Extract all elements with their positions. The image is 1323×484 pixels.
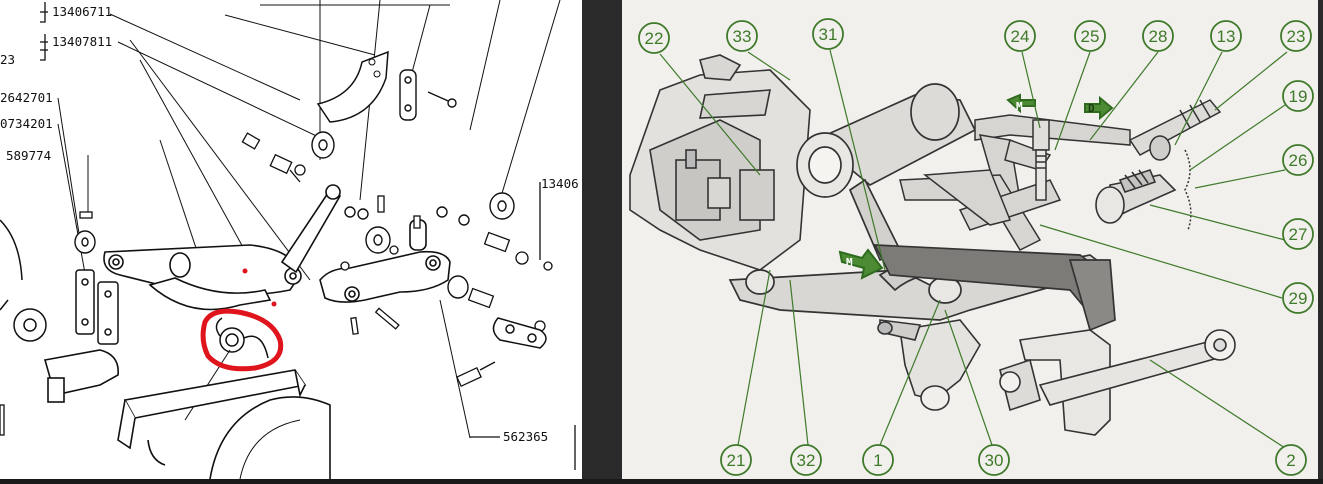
part-number: 0734201	[0, 116, 53, 131]
part-number: 13406	[541, 176, 579, 191]
panel-divider	[582, 0, 622, 479]
callout-label: 13	[1217, 27, 1236, 46]
callout-label: 29	[1289, 289, 1308, 308]
right-mechanism-diagram: M D M	[622, 0, 1318, 479]
callout-label: 27	[1289, 225, 1308, 244]
part-number: 2642701	[0, 90, 53, 105]
callout-label: 1	[873, 451, 882, 470]
red-highlight-circle	[200, 308, 284, 372]
callout-label: 21	[727, 451, 746, 470]
callout-label: 23	[1287, 27, 1306, 46]
assembly-number: 23	[0, 52, 15, 67]
callout-label: 28	[1149, 27, 1168, 46]
part-number: 13407811	[52, 34, 112, 49]
part-number: 13406711	[52, 4, 112, 19]
callout-label: 2	[1286, 451, 1295, 470]
callout-label: 31	[819, 25, 838, 44]
callout-label: 33	[733, 27, 752, 46]
callout-label: 22	[645, 29, 664, 48]
callout-label: 25	[1081, 27, 1100, 46]
callout-label: 24	[1011, 27, 1030, 46]
arrow-label-m-top: M	[1016, 100, 1023, 113]
callout-label: 26	[1289, 151, 1308, 170]
left-parts-diagram: 13406711 13407811 23 2642701 0734201 589…	[0, 0, 582, 480]
callout-label: 30	[985, 451, 1004, 470]
red-marker-dot	[242, 268, 248, 274]
part-number: 562365	[503, 429, 548, 444]
callout-label: 32	[797, 451, 816, 470]
callout-label: 19	[1289, 87, 1308, 106]
part-number: 589774	[6, 148, 51, 163]
arrow-label-d: D	[1088, 102, 1095, 115]
arrow-label-m-bottom: M	[846, 256, 853, 269]
red-marker-dot	[271, 301, 277, 307]
